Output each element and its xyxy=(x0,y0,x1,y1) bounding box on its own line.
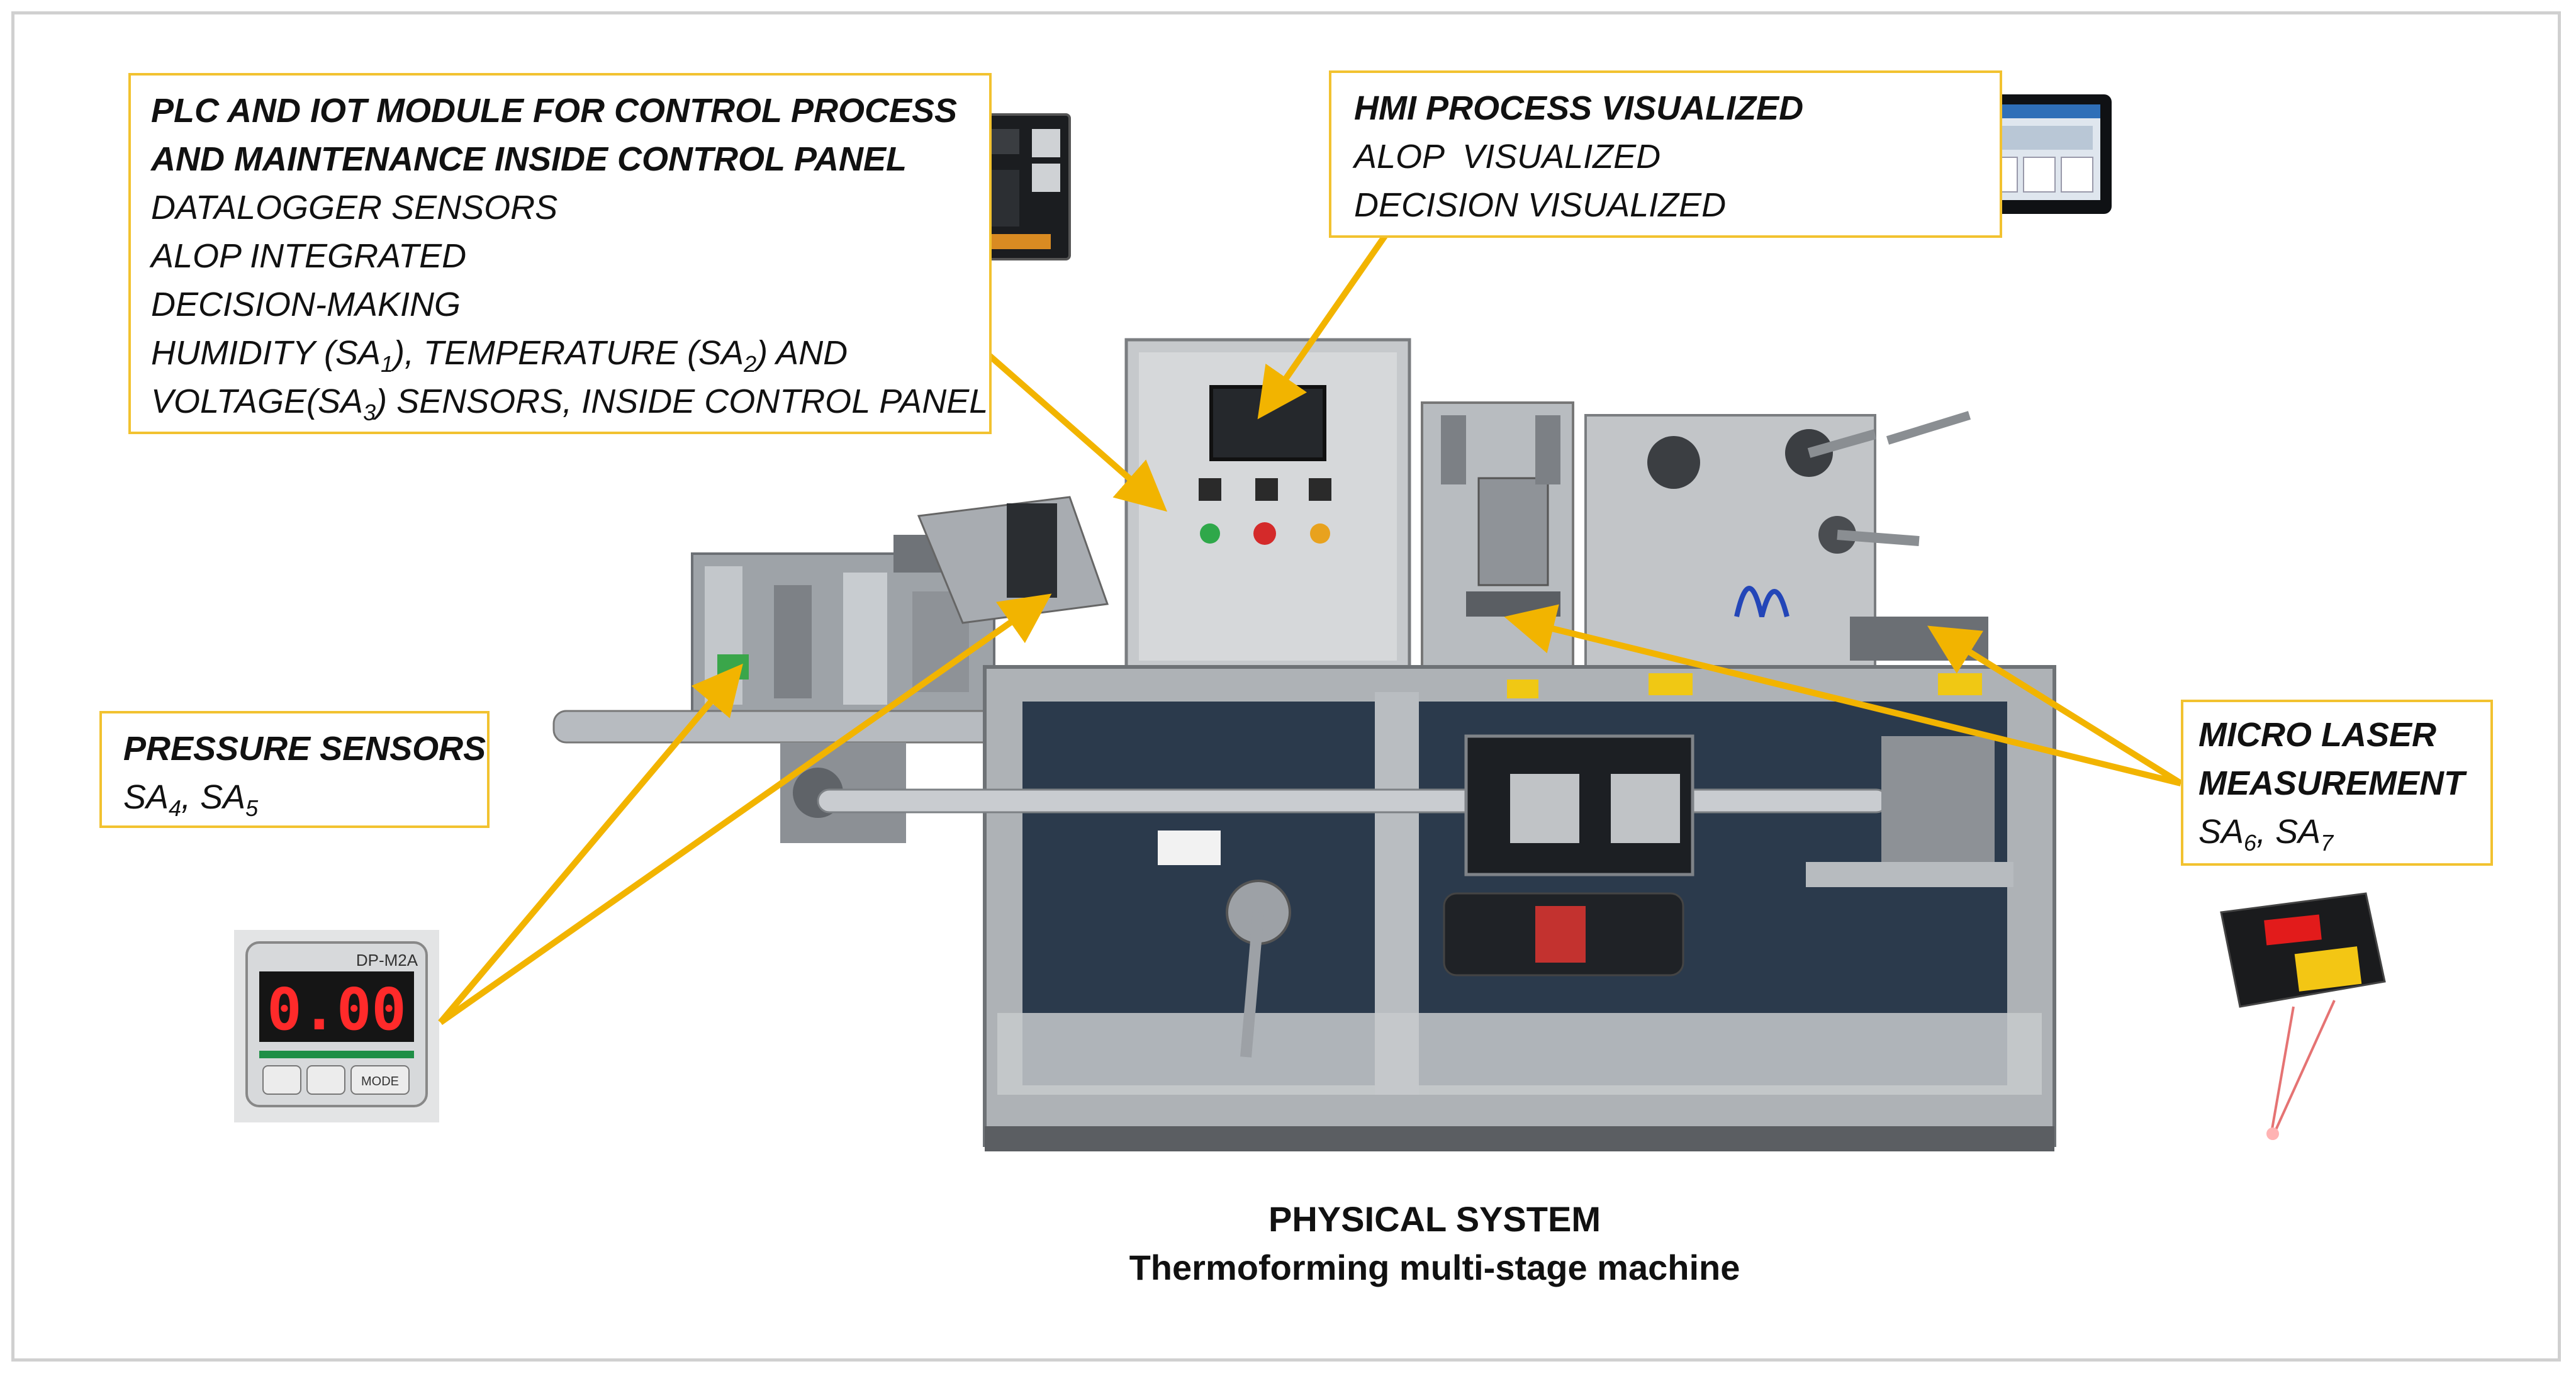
plc-line-alop: ALOP INTEGRATED xyxy=(151,237,467,275)
arrow-laser-a xyxy=(1504,604,2182,786)
laser-sensor-icon xyxy=(2220,892,2386,1140)
arrow-pressure-sensor-b xyxy=(439,593,1052,1026)
thermoforming-machine xyxy=(552,338,2056,1151)
callout-micro-laser: MICRO LASER MEASUREMENT SA6, SA7 xyxy=(2181,700,2493,866)
plc-line-datalogger: DATALOGGER SENSORS xyxy=(151,189,558,227)
callout-plc-iot-module: PLC AND IOT MODULE FOR CONTROL PROCESS A… xyxy=(128,73,992,434)
hmi-line-alop: ALOP VISUALIZED xyxy=(1354,138,1661,176)
pressure-sensor-readout: 0.00 xyxy=(267,976,406,1043)
plc-line-humidity-temperature: HUMIDITY (SA1), TEMPERATURE (SA2) AND xyxy=(151,334,848,377)
hmi-line-decision: DECISION VISUALIZED xyxy=(1354,186,1727,224)
plc-title-line-1: PLC AND IOT MODULE FOR CONTROL PROCESS xyxy=(151,92,958,130)
laser-sensor-ids: SA6, SA7 xyxy=(2198,813,2334,856)
pressure-sensor-mode-label: MODE xyxy=(361,1075,399,1088)
control-cabinet xyxy=(1124,338,1411,675)
red-stop-button-icon xyxy=(1253,522,1276,545)
plc-line-voltage: VOLTAGE(SA3) SENSORS, INSIDE CONTROL PAN… xyxy=(151,383,988,425)
laser-title-line-1: MICRO LASER xyxy=(2198,716,2436,754)
caption-machine-description: Thermoforming multi-stage machine xyxy=(1129,1248,1740,1287)
yellow-button-icon xyxy=(1310,523,1330,544)
hmi-screen-on-cabinet xyxy=(1209,385,1326,461)
pressure-sensor-ids: SA4, SA5 xyxy=(123,778,259,821)
plc-title-line-2: AND MAINTENANCE INSIDE CONTROL PANEL xyxy=(151,140,907,178)
pressure-sensor-icon: DP-M2A 0.00 MODE xyxy=(234,930,439,1122)
plc-line-decision: DECISION-MAKING xyxy=(151,286,461,323)
arrow-pressure-sensor-a xyxy=(438,663,743,1025)
callout-hmi: HMI PROCESS VISUALIZED ALOP VISUALIZED D… xyxy=(1329,70,2002,238)
caption-physical-system: PHYSICAL SYSTEM xyxy=(1268,1199,1601,1239)
green-button-icon xyxy=(1200,523,1220,544)
pressure-title: PRESSURE SENSORS xyxy=(123,730,486,768)
laser-title-line-2: MEASUREMENT xyxy=(2198,764,2465,802)
plc-module-icon xyxy=(966,113,1071,260)
arrow-laser-b xyxy=(1927,625,2183,786)
machine-main-frame xyxy=(817,665,2056,1151)
callout-pressure-sensors: PRESSURE SENSORS SA4, SA5 xyxy=(99,711,490,828)
arrow-hmi-to-screen xyxy=(1257,221,1397,420)
hmi-title: HMI PROCESS VISUALIZED xyxy=(1354,89,1804,127)
pressure-sensor-model-label: DP-M2A xyxy=(356,951,418,970)
film-unwind-unit xyxy=(1584,411,1988,668)
